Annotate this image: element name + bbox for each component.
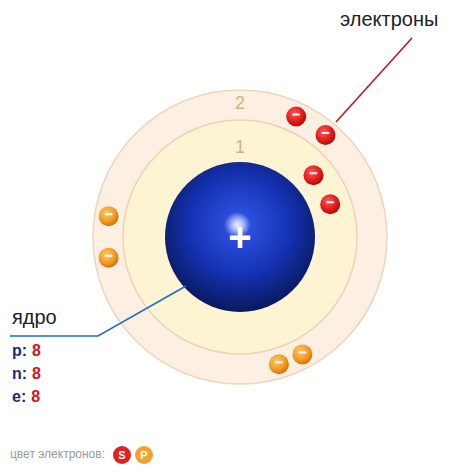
electron-sign: [106, 213, 112, 215]
shell-ring-outline: [93, 90, 387, 384]
electron: [292, 344, 312, 364]
legend-swatch: P: [135, 446, 153, 464]
electron-sign: [293, 114, 299, 116]
particle-count: 8: [32, 365, 41, 383]
shell-ring: 21+: [92, 89, 388, 385]
electron-sign: [299, 351, 305, 353]
electron: [304, 165, 324, 185]
electron: [99, 248, 119, 268]
electron-sign: [323, 132, 329, 134]
electron-ball: [320, 194, 340, 214]
electron-sign: [276, 361, 282, 363]
electron: [286, 107, 306, 127]
electron-ball: [304, 165, 324, 185]
electron-leader-line: [336, 38, 412, 122]
electron-ball: [99, 248, 119, 268]
electron-sign: [327, 201, 333, 203]
shell-ring-outline: [123, 120, 357, 354]
electron-ball: [316, 125, 336, 145]
nucleus-leader-line: [10, 286, 186, 336]
electron-sign: [311, 172, 317, 174]
particle-key: e:: [12, 388, 26, 406]
charge-sign: +: [165, 214, 315, 260]
legend-text: P: [135, 449, 153, 462]
callout-label: ядро: [12, 306, 57, 329]
legend-swatch: S: [113, 446, 131, 464]
legend-title: цвет электронов:: [10, 448, 105, 462]
shell-number: 1: [122, 137, 358, 158]
electron: [320, 194, 340, 214]
particle-count: 8: [31, 388, 40, 406]
nucleus-circle: +: [165, 162, 315, 312]
shell-number: 2: [92, 93, 388, 114]
electron-ball: [286, 107, 306, 127]
particle-key: p:: [12, 342, 27, 360]
electron-ball: [99, 206, 119, 226]
callout-label: электроны: [340, 8, 438, 31]
particle-count: 8: [32, 342, 41, 360]
electron: [269, 354, 289, 374]
electron-ball: [269, 354, 289, 374]
particle-key: n:: [12, 365, 27, 383]
electron: [99, 206, 119, 226]
nucleus-ball: [165, 162, 315, 312]
legend-text: S: [113, 449, 131, 462]
shell-ring: 1+: [122, 119, 358, 355]
electron: [316, 125, 336, 145]
electron-ball: [292, 344, 312, 364]
electron-sign: [106, 255, 112, 257]
